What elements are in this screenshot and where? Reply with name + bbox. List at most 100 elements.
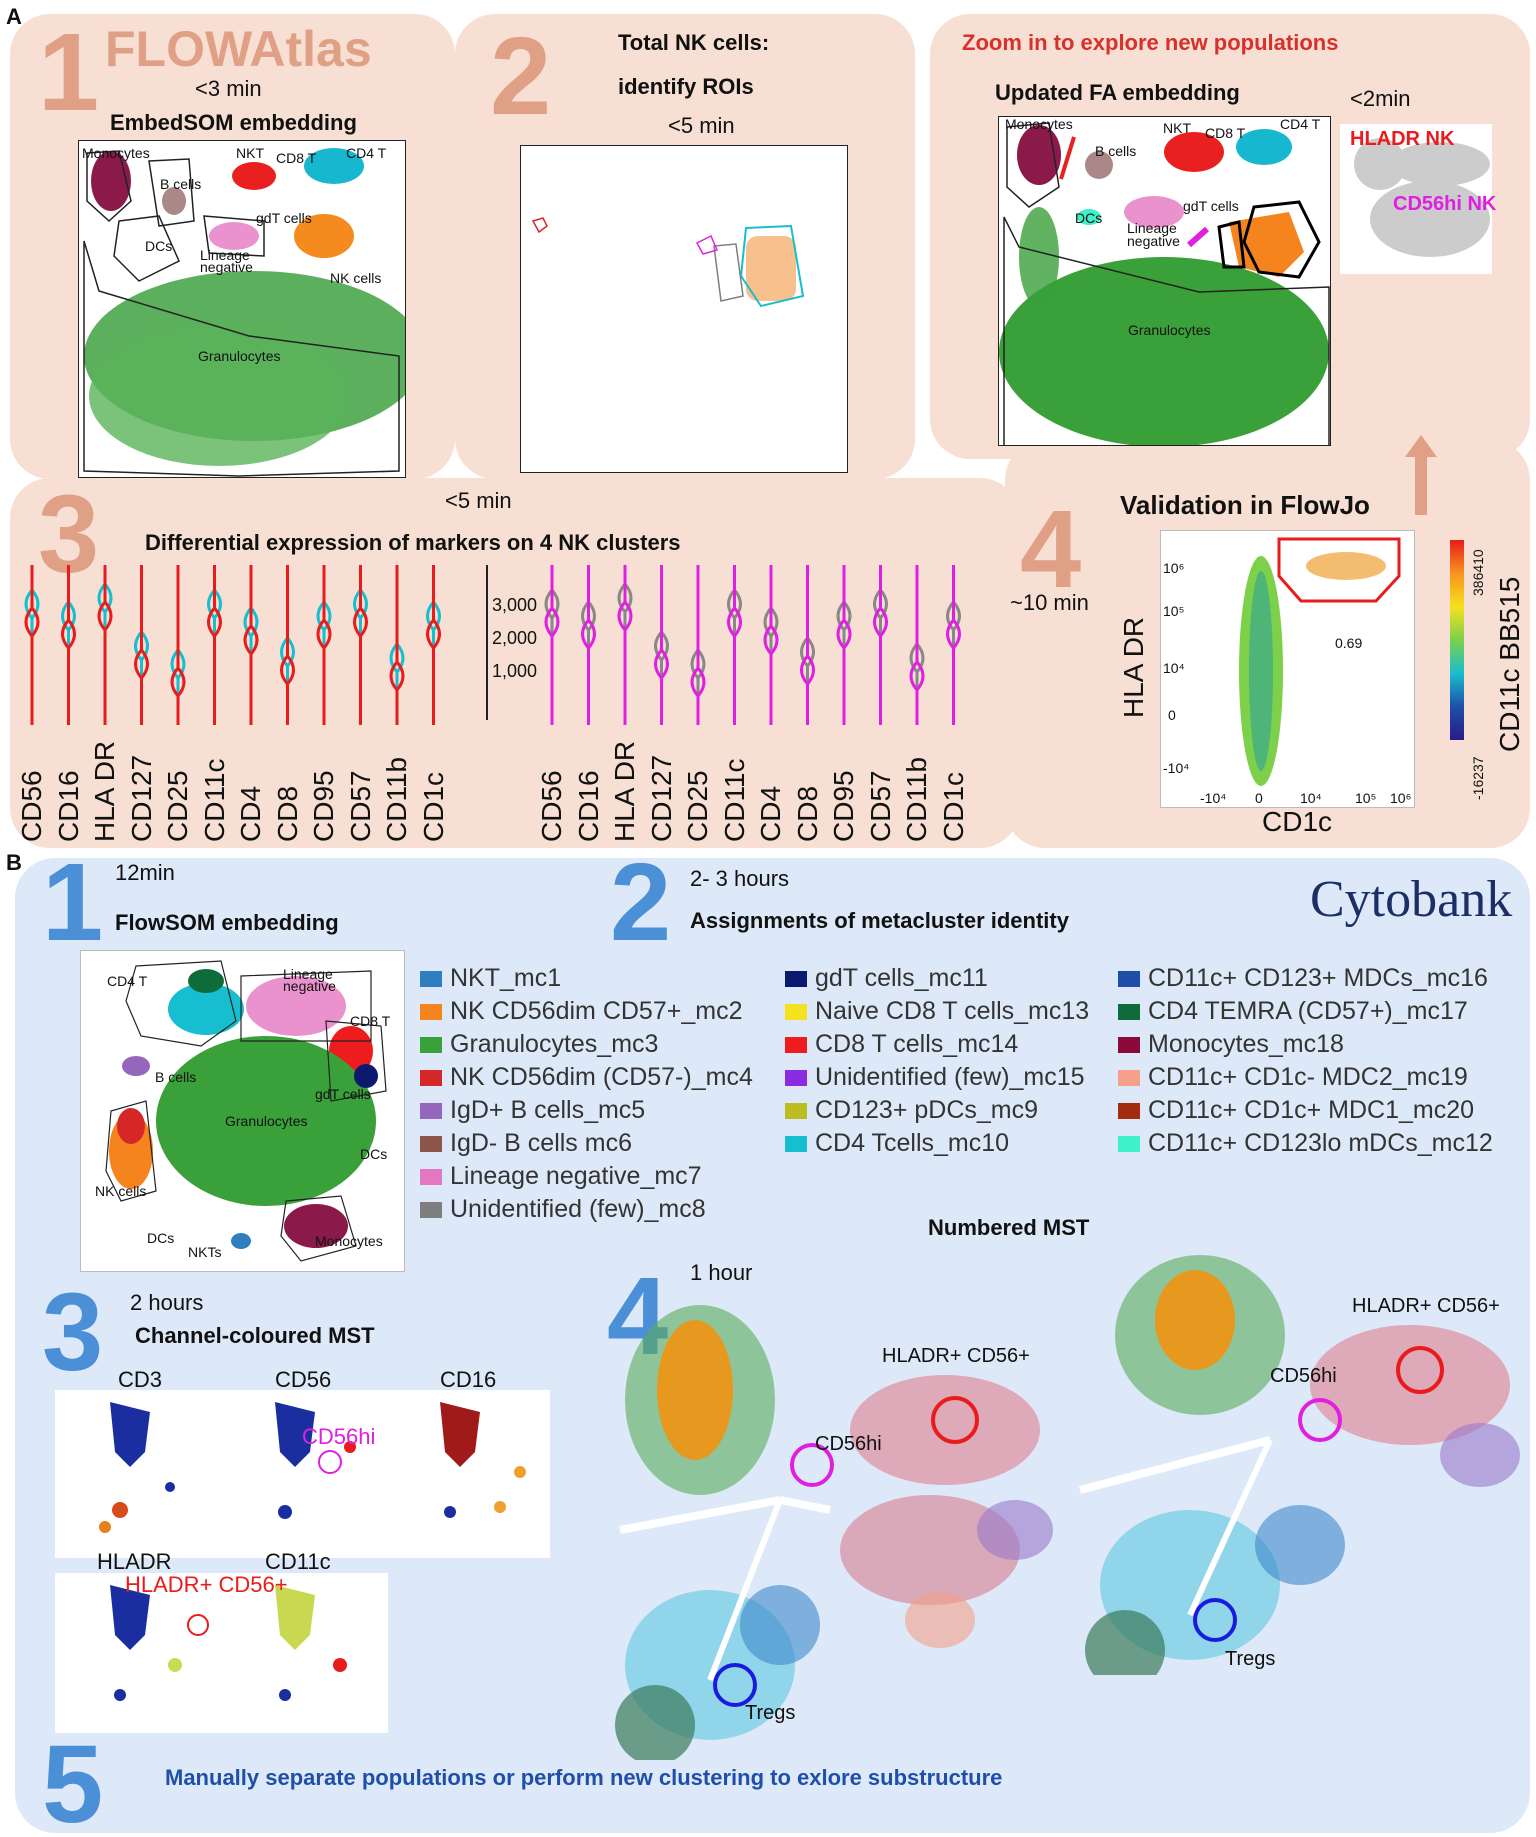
violin-marker-label: CD11c [198,758,230,842]
violin-marker-label: CD56 [16,770,47,842]
flowjo-xlabel: CD1c [1262,806,1333,837]
violin-marker-label: CD4 [755,785,786,842]
ch-label-cd11c: CD11c [265,1549,331,1574]
step4-number: 4 [1020,488,1082,611]
ch-label-cd16: CD16 [440,1367,497,1392]
axis-tick-3000: 3,000 [492,595,538,615]
lbl-nkts-b1: NKTs [188,1244,222,1260]
violin-shape [207,565,222,725]
mst1-annot-hladr: HLADR+ CD56+ [882,1345,1030,1367]
lbl-lineage-a1: Lineage [200,247,250,263]
ch-label-cd56: CD56 [275,1367,332,1392]
legend-item: Unidentified (few)_mc8 [420,1193,753,1226]
colorbar-max: 386410 [1470,549,1486,596]
legend-swatch [785,1135,807,1152]
lbl-dcs-z: DCs [1075,210,1103,226]
lbl-cd4t-b1: CD4 T [107,973,148,989]
flowjo-xtick-2: 0 [1255,790,1263,806]
mst2-annot-tregs: Tregs [1225,1648,1276,1670]
legend-swatch [785,970,807,987]
legend-swatch [420,1135,442,1152]
panel-a-letter: A [6,4,22,29]
legend-label: Unidentified (few)_mc15 [815,1063,1085,1091]
b-step1-number: 1 [42,841,104,964]
legend-item: NK CD56dim CD57+_mc2 [420,995,753,1028]
lbl-bcells-b1: B cells [155,1069,197,1085]
violin-marker-label: HLA DR [89,740,120,842]
violin-shape [243,565,259,725]
lbl-nkcells-a1: NK cells [330,270,382,286]
embedsom-plot [78,140,406,478]
lbl-dcs-a1: DCs [145,238,173,254]
legend-swatch [785,1069,807,1086]
violin-axis [486,565,490,720]
flowjo-xtick-3: 10⁴ [1300,790,1322,806]
legend-item: IgD- B cells mc6 [420,1127,753,1160]
violin-marker-label: CD57 [864,770,896,842]
numbered-mst-2 [1078,1255,1520,1675]
b-step3-number: 3 [42,1271,104,1394]
violin-marker-label: CD4 [235,785,266,842]
legend-item: CD11c+ CD1c- MDC2_mc19 [1118,1061,1493,1094]
legend-label: Lineage negative_mc7 [450,1162,702,1190]
legend-item: CD11c+ CD123lo mDCs_mc12 [1118,1127,1493,1160]
legend-item: CD4 TEMRA (CD57+)_mc17 [1118,995,1493,1028]
gate-value: 0.69 [1335,635,1363,651]
flowjo-xtick-4: 10⁵ [1355,790,1377,806]
b-step2-title: Assignments of metacluster identity [690,908,1069,933]
violin-shape [873,565,888,725]
violin-marker-label: CD11b [901,756,932,842]
violin-marker-label: CD1c [937,771,969,842]
step3-title: Differential expression of markers on 4 … [145,530,681,555]
violin-shape [426,565,441,725]
legend-label: gdT cells_mc11 [815,964,988,992]
legend-label: Monocytes_mc18 [1148,1030,1344,1058]
legend-item: Monocytes_mc18 [1118,1028,1493,1061]
violin-shape [97,565,113,725]
lbl-bcells-z: B cells [1095,143,1137,159]
mst-channel-grid-2 [55,1573,388,1733]
violin-marker-label: CD11b [381,756,412,842]
violin-shape [727,565,742,725]
violin-marker-label: CD56 [536,770,567,842]
mst2-annot-hladr: HLADR+ CD56+ [1352,1295,1500,1317]
axis-tick-1000: 1,000 [492,661,538,681]
lbl-lineage-z: Lineage [1127,220,1177,236]
step2-number: 2 [490,15,552,138]
panel-b-letter: B [6,850,22,875]
violin-shape [654,565,669,725]
step2-title-1: Total NK cells: [618,30,770,55]
violin-marker-label: CD95 [828,770,859,842]
lbl-cd4t-a1: CD4 T [346,145,387,161]
violins-right [544,565,961,725]
lbl-cd8t-a1: CD8 T [276,150,317,166]
lbl-granulocytes-z: Granulocytes [1128,322,1211,338]
b-step5-text: Manually separate populations or perform… [165,1765,1003,1790]
legend-swatch [785,1036,807,1053]
legend-swatch [420,1168,442,1185]
mst-ch-cd56 [275,1402,356,1519]
legend-item: NK CD56dim (CD57-)_mc4 [420,1061,753,1094]
legend-label: Naive CD8 T cells_mc13 [815,997,1090,1025]
lbl-nkt-z: NKT [1163,120,1191,136]
legend-item: Granulocytes_mc3 [420,1028,753,1061]
violin-shape [170,565,186,725]
flowsom-plot [80,950,405,1272]
step4-time: ~10 min [1010,590,1089,615]
violin-shape [24,565,40,725]
lbl-gdt-z: gdT cells [1183,198,1239,214]
violin-shape [581,565,596,725]
step2-time: <5 min [668,113,735,138]
violin-marker-label: CD8 [791,785,823,842]
violin-marker-label: HLA DR [609,740,640,842]
legend-label: NKT_mc1 [450,964,562,992]
legend-label: CD4 TEMRA (CD57+)_mc17 [1148,997,1468,1025]
legend-label: NK CD56dim (CD57-)_mc4 [450,1063,753,1091]
lbl-dcs-b1b: DCs [147,1230,175,1246]
flowjo-xtick-5: 10⁶ [1390,790,1412,806]
updated-fa-plot [998,116,1331,446]
lbl-granulocytes-b1: Granulocytes [225,1113,308,1129]
legend-swatch [1118,1135,1140,1152]
inset-hladr-nk: HLADR NK [1350,128,1455,150]
